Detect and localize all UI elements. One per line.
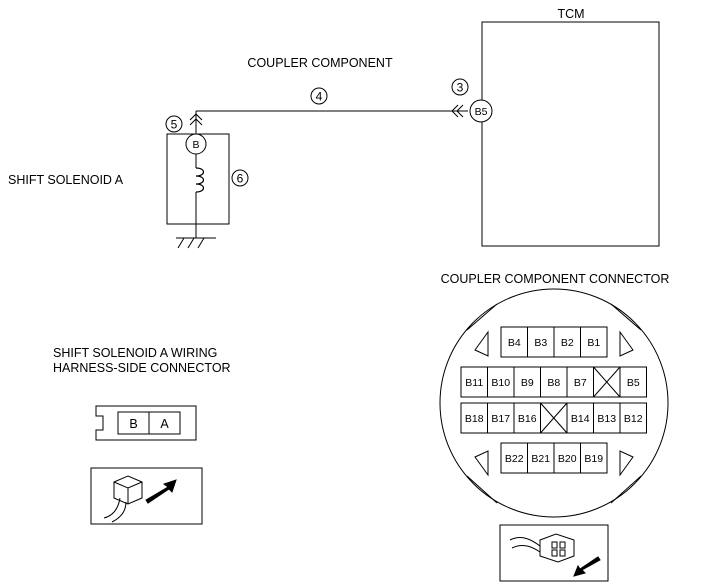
coupler-pin-b1: B1	[587, 337, 600, 349]
callout-3-circle	[451, 78, 469, 96]
coupler-pin-b22: B22	[505, 453, 524, 465]
coupler-pin-b8: B8	[547, 377, 560, 389]
coupler-connector-outline	[439, 288, 669, 518]
coupler-pin-b2: B2	[561, 337, 574, 349]
coupler-pin-b16: B16	[518, 413, 537, 425]
coil-icon	[195, 167, 205, 193]
coupler-pin-cell	[580, 442, 608, 474]
solenoid-terminal-b: B	[192, 139, 199, 151]
coupler-pin-cell	[619, 402, 647, 434]
callout-5: 5	[171, 118, 178, 132]
tcm-terminal-b5: B5	[475, 106, 488, 118]
tcm-box	[481, 21, 660, 247]
coupler-pin-b13: B13	[597, 413, 616, 425]
callout-5-circle	[165, 115, 183, 133]
callout-6: 6	[237, 172, 244, 186]
harness-pin-a: A	[160, 417, 169, 431]
harness-pin-b: B	[129, 417, 137, 431]
key-top-left	[474, 330, 489, 357]
unused-pin-cross	[540, 402, 568, 434]
coupler-pin-b10: B10	[491, 377, 510, 389]
coupler-pin-b14: B14	[571, 413, 590, 425]
coupler-connector-label: COUPLER COMPONENT CONNECTOR	[441, 272, 670, 286]
coupler-pin-b12: B12	[624, 413, 643, 425]
solenoid-connector-chevron-icon	[189, 113, 203, 126]
coupler-pin-b20: B20	[558, 453, 577, 465]
coupler-pin-b5: B5	[627, 377, 640, 389]
tcm-terminal-circle	[469, 99, 493, 123]
coupler-pin-b3: B3	[534, 337, 547, 349]
coupler-pin-b17: B17	[491, 413, 510, 425]
harness-connector-label-2: HARNESS-SIDE CONNECTOR	[53, 361, 231, 375]
coupler-pin-b7: B7	[574, 377, 587, 389]
key-bottom-left	[474, 450, 489, 477]
coupler-pin-b9: B9	[521, 377, 534, 389]
harness-view-box	[90, 467, 203, 525]
plug-view-arrow-icon	[103, 475, 177, 523]
callout-6-circle	[231, 169, 249, 187]
coupler-pin-b21: B21	[531, 453, 550, 465]
tcm-label: TCM	[557, 7, 584, 21]
ground-icon	[176, 237, 216, 249]
coupler-pin-b19: B19	[584, 453, 603, 465]
coupler-pin-cell	[619, 366, 647, 398]
callout-4: 4	[316, 90, 323, 104]
coupler-pin-b11: B11	[465, 377, 483, 389]
unused-pin-cross	[593, 366, 621, 398]
coupler-view-arrow-icon	[509, 533, 601, 577]
harness-connector-label-1: SHIFT SOLENOID A WIRING	[53, 346, 217, 360]
coupler-component-label: COUPLER COMPONENT	[247, 56, 393, 70]
coupler-pin-b4: B4	[508, 337, 521, 349]
callout-4-circle	[310, 87, 328, 105]
key-bottom-right	[619, 450, 634, 477]
key-top-right	[619, 330, 634, 357]
shift-solenoid-label: SHIFT SOLENOID A	[8, 173, 124, 187]
coupler-pin-cell	[580, 326, 608, 358]
tcm-connector-chevron-icon	[451, 104, 464, 118]
harness-connector-body	[95, 405, 197, 441]
callout-3: 3	[457, 81, 464, 95]
coupler-pin-b18: B18	[465, 413, 484, 425]
